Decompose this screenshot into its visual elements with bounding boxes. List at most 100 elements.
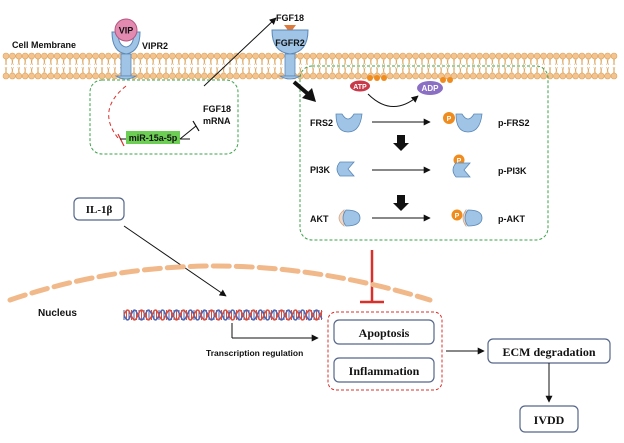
p-akt-protein: [462, 208, 483, 228]
p-frs2-label: p-FRS2: [498, 118, 530, 128]
lipid-head: [143, 72, 151, 80]
lipid-head: [412, 52, 419, 60]
il1b-box: [73, 197, 125, 221]
lipid-head: [316, 72, 323, 80]
lipid-head: [367, 52, 375, 60]
dna-strand: [123, 309, 323, 321]
lipid-head: [335, 52, 343, 60]
lipid-head: [137, 52, 144, 60]
lipid-head: [258, 72, 266, 80]
lipid-head: [540, 72, 547, 80]
lipid-head: [450, 72, 458, 80]
signaling-box: [299, 65, 549, 241]
lipid-head: [245, 72, 253, 80]
lipid-head: [105, 72, 112, 80]
lipid-head: [361, 72, 368, 80]
lipid-head: [169, 52, 176, 60]
lipid-head: [28, 52, 35, 60]
lipid-head: [393, 72, 400, 80]
lipid-head: [553, 52, 560, 60]
lipid-head: [252, 72, 259, 80]
adp-molecule: [417, 81, 443, 95]
fgfr2-activation-arrow: [292, 80, 316, 102]
fgf18-mrna-label-1: FGF18: [203, 104, 231, 114]
fgf18-mrna-label-2: mRNA: [203, 116, 231, 126]
p-pi3k-phosphate-label: P: [457, 158, 462, 165]
lipid-head: [66, 52, 74, 60]
lipid-head: [559, 52, 567, 60]
lipid-head: [303, 72, 311, 80]
lipid-head: [162, 52, 170, 60]
lipid-head: [175, 52, 183, 60]
lipid-head: [335, 72, 343, 80]
lipid-head: [354, 52, 362, 60]
lipid-head: [604, 72, 611, 80]
frs2-label: FRS2: [310, 118, 333, 128]
ivdd-box: [519, 405, 579, 433]
inflammation-box: [333, 357, 435, 383]
lipid-head: [169, 72, 176, 80]
lipid-head: [450, 52, 458, 60]
lipid-head: [482, 52, 490, 60]
lipid-head: [149, 72, 157, 80]
dna-helix: [123, 309, 323, 321]
cell-membrane-label: Cell Membrane: [12, 40, 76, 50]
lipid-head: [373, 52, 381, 60]
lipid-head: [34, 52, 42, 60]
lipid-head: [572, 52, 579, 60]
ecm-label: ECM degradation: [503, 345, 596, 359]
lipid-head: [457, 72, 464, 80]
lipid-head: [271, 72, 279, 80]
lipid-head: [201, 52, 208, 60]
transcription-label: Transcription regulation: [206, 348, 303, 358]
lipid-head: [585, 52, 592, 60]
lipid-head: [220, 52, 227, 60]
adp-phosphates: [440, 77, 453, 83]
lipid-head: [508, 52, 515, 60]
lipid-head: [98, 52, 106, 60]
lipid-head: [329, 52, 336, 60]
lipid-head: [329, 72, 336, 80]
lipid-head: [233, 72, 240, 80]
lipid-head: [258, 52, 266, 60]
apoptosis-label: Apoptosis: [359, 326, 410, 340]
lipid-head: [514, 52, 522, 60]
lipid-head: [386, 52, 394, 60]
lipid-head: [149, 52, 157, 60]
lipid-head: [92, 72, 99, 80]
lipid-head: [239, 72, 247, 80]
lipid-head: [533, 72, 541, 80]
lipid-head: [21, 52, 29, 60]
lipid-head: [28, 72, 35, 80]
lipid-head: [418, 72, 426, 80]
lipid-head: [220, 72, 227, 80]
lipid-head: [348, 72, 355, 80]
lipid-head: [53, 72, 61, 80]
lipid-head: [162, 72, 170, 80]
lipid-head: [265, 72, 272, 80]
lipid-head: [156, 72, 163, 80]
lipid-head: [201, 72, 208, 80]
p-akt-phosphate-label: P: [455, 213, 460, 220]
lipid-head: [348, 52, 355, 60]
lipid-head: [181, 72, 189, 80]
lipid-head: [53, 52, 61, 60]
nucleus-label: Nucleus: [38, 308, 77, 319]
lipid-head: [60, 52, 67, 60]
p-frs2-phosphate-label: P: [447, 116, 452, 123]
p-frs2-phosphate: [443, 112, 455, 124]
lipid-head: [79, 72, 87, 80]
lipid-head: [322, 72, 330, 80]
lipid-head: [546, 72, 554, 80]
fgfr2-label: FGFR2: [275, 38, 305, 48]
lipid-head: [578, 52, 586, 60]
lipid-head: [137, 72, 144, 80]
il1b-to-nucleus-arrow: [123, 225, 227, 297]
lipid-head: [610, 72, 618, 80]
lipid-head: [41, 72, 48, 80]
lipid-head: [495, 72, 503, 80]
lipid-head: [508, 72, 515, 80]
lipid-head: [610, 52, 618, 60]
mirna-box: [89, 79, 239, 155]
